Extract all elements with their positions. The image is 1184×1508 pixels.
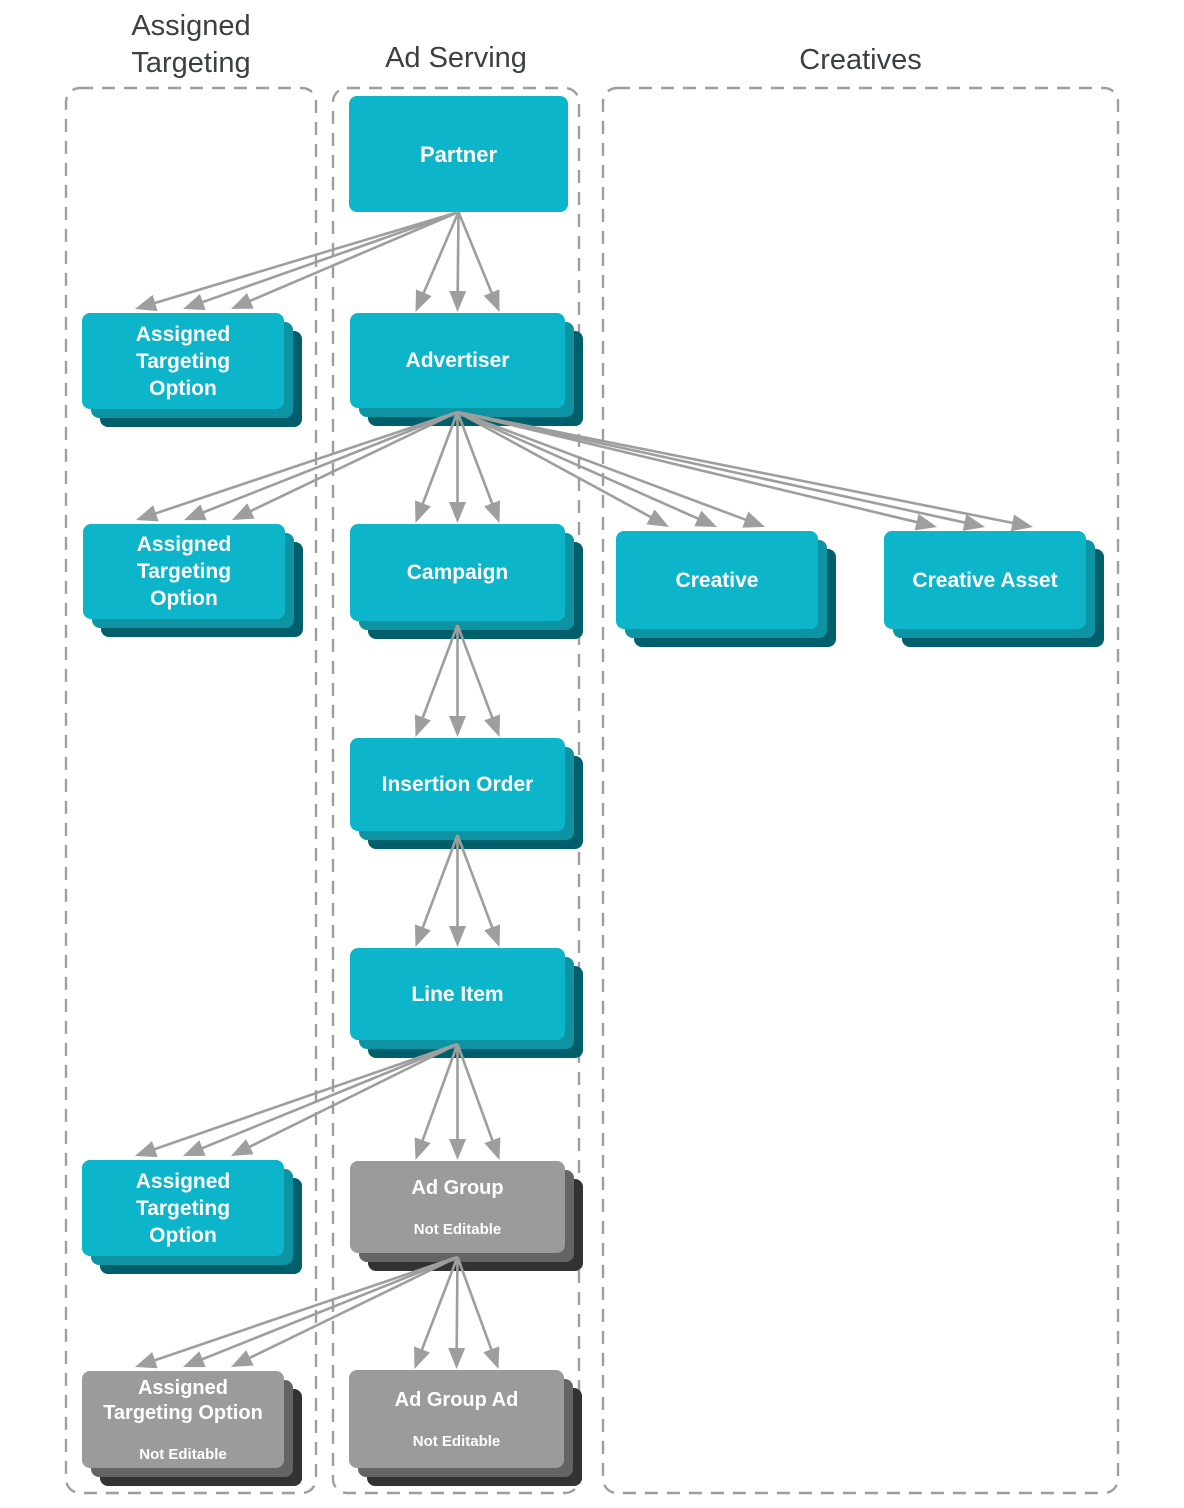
node-creative: Creative (616, 531, 836, 647)
node-partner: Partner (349, 96, 568, 212)
node-label: Line Item (411, 982, 504, 1006)
node-line-item: Line Item (350, 948, 583, 1058)
node-creative-asset: Creative Asset (884, 531, 1104, 647)
node-face: Insertion Order (350, 738, 565, 831)
node-label: Creative Asset (912, 568, 1058, 592)
node-label: Partner (419, 141, 498, 167)
node-badge-not-editable: Not Editable (139, 1446, 227, 1463)
node-ato-partner: Assigned Targeting Option (82, 313, 302, 427)
node-label: Assigned Targeting Option (135, 1169, 231, 1247)
node-face: Assigned Targeting Option (82, 1160, 284, 1256)
node-label: Creative (675, 568, 759, 592)
node-label: Assigned Targeting Option (103, 1377, 263, 1424)
node-advertiser: Advertiser (350, 313, 583, 426)
node-badge-not-editable: Not Editable (413, 1221, 502, 1238)
node-campaign: Campaign (350, 524, 583, 639)
node-face: Creative (616, 531, 818, 629)
node-insertion-order: Insertion Order (350, 738, 583, 849)
node-ato-advertiser: Assigned Targeting Option (83, 524, 303, 637)
node-ato-line-item: Assigned Targeting Option (82, 1160, 302, 1274)
node-face: Creative Asset (884, 531, 1086, 629)
node-face: Assigned Targeting Option (83, 524, 285, 619)
node-face: Campaign (350, 524, 565, 621)
column-header-ad-serving: Ad Serving (385, 42, 527, 74)
node-label: Campaign (406, 561, 509, 584)
node-badge-not-editable: Not Editable (412, 1433, 501, 1450)
node-label: Advertiser (405, 349, 510, 372)
column-header-assigned-targeting: Assigned Targeting (131, 10, 251, 79)
node-face: Line Item (350, 948, 565, 1040)
node-face: Partner (349, 96, 568, 212)
node-label: Insertion Order (381, 773, 534, 796)
node-face: Ad Group Ad Not Editable (349, 1370, 564, 1468)
node-face: Assigned Targeting Option (82, 313, 284, 409)
node-label: Assigned Targeting Option (135, 322, 231, 400)
column-header-creatives: Creatives (799, 44, 922, 76)
node-face: Advertiser (350, 313, 565, 408)
node-label: Ad Group (411, 1177, 504, 1199)
node-ad-group-ad: Ad Group Ad Not Editable (349, 1370, 582, 1486)
node-label: Assigned Targeting Option (136, 533, 232, 610)
node-label: Ad Group Ad (394, 1389, 519, 1411)
